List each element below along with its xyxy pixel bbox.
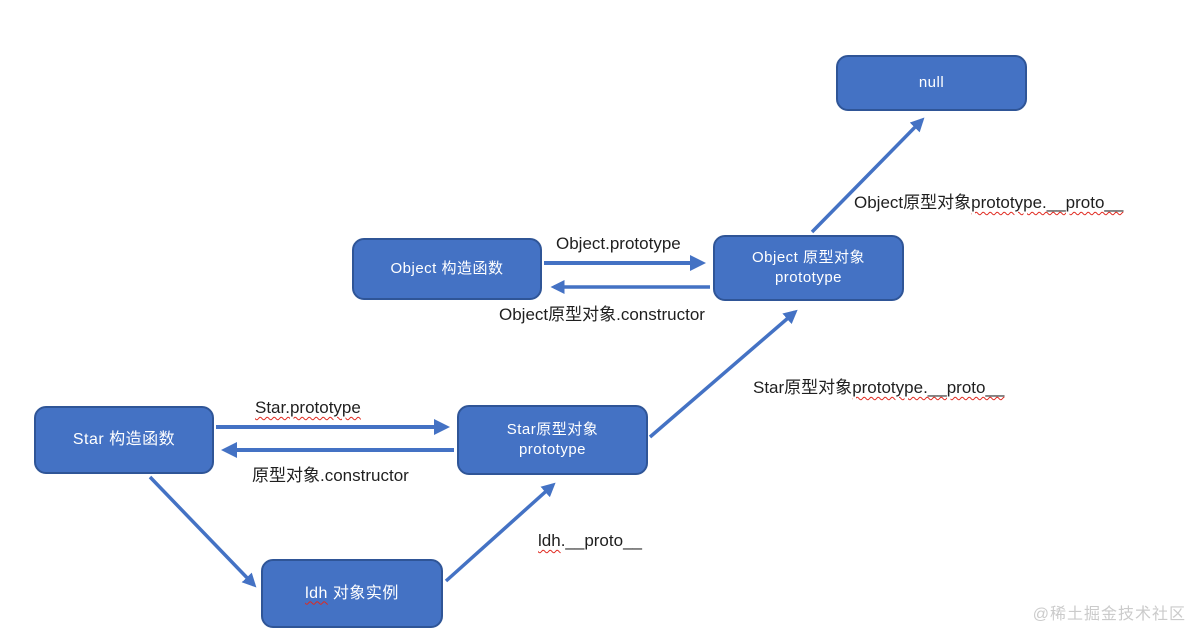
label-object-proto-chain-prefix: Object原型对象 — [854, 193, 972, 212]
arrow-ldh-to-star-proto — [444, 482, 556, 583]
arrow-object-proto-to-null — [810, 117, 925, 234]
node-null: null — [836, 55, 1027, 111]
node-object-prototype-line2: prototype — [774, 269, 843, 286]
node-star-prototype-line2: prototype — [518, 441, 587, 458]
node-star-prototype: Star原型对象 prototype — [457, 405, 648, 475]
node-object-constructor-label: Object 构造函数 — [390, 259, 504, 277]
label-ldh-proto-wavy: ldh — [538, 531, 561, 550]
label-star-proto-chain: Star原型对象prototype.__proto__ — [753, 373, 1004, 398]
watermark: @稀土掘金技术社区 — [1032, 606, 1186, 623]
label-object-proto-chain-wavy: prototype.__proto__ — [971, 193, 1124, 212]
node-ldh-instance-rest: 对象实例 — [327, 584, 399, 602]
node-ldh-instance-name: ldh — [305, 584, 328, 602]
node-star-prototype-line1: Star原型对象 — [506, 420, 599, 438]
label-object-constructor: Object原型对象.constructor — [499, 305, 705, 324]
label-star-prototype: Star.prototype — [255, 398, 361, 417]
node-object-prototype-line1: Object 原型对象 — [751, 248, 866, 266]
label-star-proto-chain-prefix: Star原型对象 — [753, 378, 853, 397]
label-object-prototype: Object.prototype — [556, 234, 681, 253]
node-ldh-instance-label: ldh 对象实例 — [305, 583, 399, 605]
label-star-constructor: 原型对象.constructor — [252, 466, 409, 485]
node-star-constructor-label: Star 构造函数 — [72, 431, 176, 449]
node-star-constructor: Star 构造函数 — [34, 406, 214, 474]
node-null-label: null — [918, 73, 945, 91]
label-object-proto-chain: Object原型对象prototype.__proto__ — [854, 188, 1123, 213]
label-star-proto-chain-wavy: prototype.__proto__ — [852, 378, 1005, 397]
node-ldh-instance: ldh 对象实例 — [261, 559, 443, 628]
label-ldh-proto-rest: .__proto__ — [560, 531, 642, 550]
label-ldh-proto: ldh.__proto__ — [538, 531, 642, 551]
node-object-constructor: Object 构造函数 — [352, 238, 542, 300]
arrow-star-ctor-to-ldh — [148, 475, 257, 588]
node-object-prototype: Object 原型对象 prototype — [713, 235, 904, 301]
